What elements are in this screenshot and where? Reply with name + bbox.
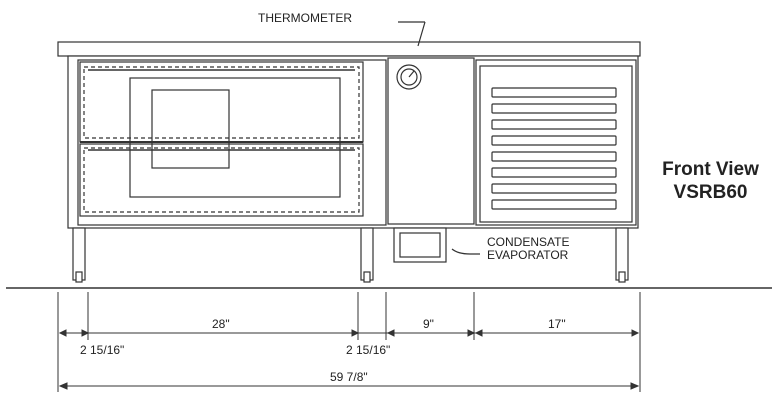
- condensate-label-line2: EVAPORATOR: [487, 248, 569, 262]
- thermometer-section: [387, 21, 475, 225]
- louver-slot: [491, 135, 617, 146]
- condensate-label: CONDENSATE EVAPORATOR: [487, 236, 569, 262]
- dim-left-offset: 2 15/16": [80, 343, 125, 357]
- lower-drawer: [79, 143, 364, 217]
- louver-vents: [491, 87, 617, 210]
- dim-overall-width: 59 7/8": [330, 370, 368, 384]
- drawer-section: [77, 59, 387, 226]
- view-title: Front View VSRB60: [648, 158, 773, 204]
- louver-slot: [491, 199, 617, 210]
- louver-slot: [491, 167, 617, 178]
- compressor-section: [475, 59, 637, 226]
- view-title-line1: Front View: [662, 159, 759, 180]
- countertop: [57, 41, 641, 57]
- dim-mid-offset: 2 15/16": [346, 343, 391, 357]
- model-number: VSRB60: [673, 182, 748, 203]
- louver-slot: [491, 103, 617, 114]
- thermometer-label: THERMOMETER: [258, 11, 352, 25]
- dim-thermometer-section: 9": [423, 317, 434, 331]
- condensate-evaporator: [393, 227, 480, 263]
- drawer-window-inner: [151, 89, 230, 169]
- drawer-window-outer: [129, 77, 341, 198]
- dim-drawer-width: 28": [212, 317, 230, 331]
- condensate-label-line1: CONDENSATE: [487, 235, 570, 249]
- louver-slot: [491, 119, 617, 130]
- legs: [72, 227, 629, 283]
- louver-slot: [491, 87, 617, 98]
- dim-compressor-section: 17": [548, 317, 566, 331]
- dimension-lines: [57, 292, 641, 392]
- louver-slot: [491, 151, 617, 162]
- louver-slot: [491, 183, 617, 194]
- thermometer-dial: [396, 64, 422, 90]
